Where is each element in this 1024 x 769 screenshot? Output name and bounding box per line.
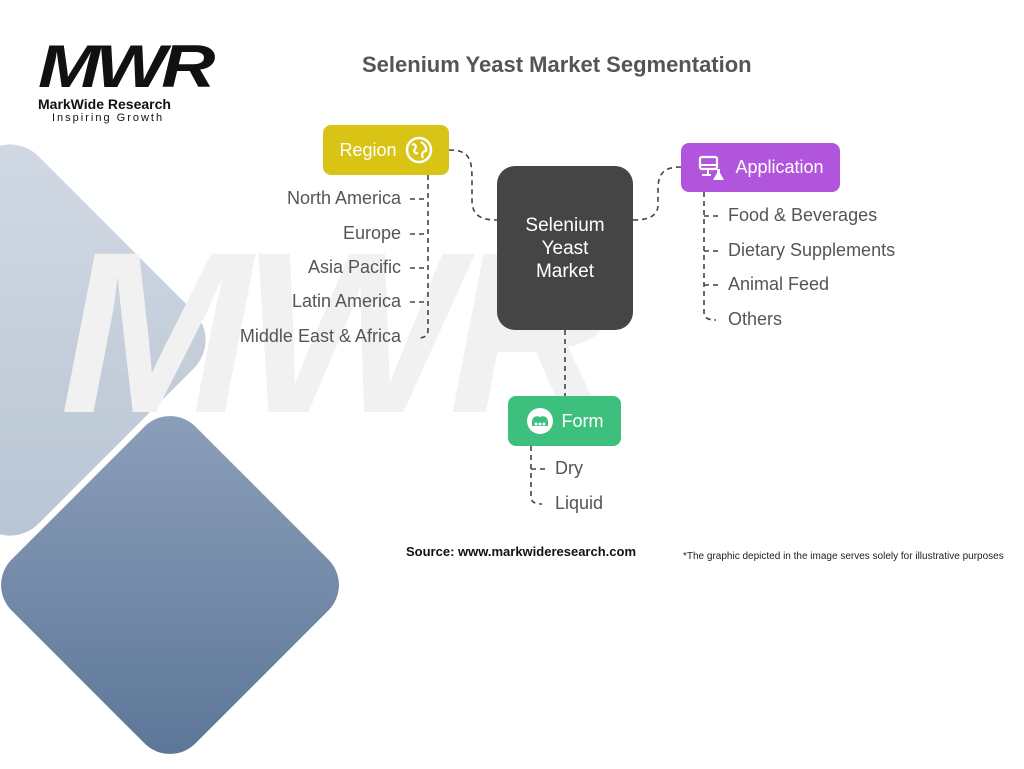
application-item: Others	[728, 309, 783, 329]
application-item: Food & Beverages	[728, 205, 878, 225]
application-item: Animal Feed	[728, 274, 830, 294]
form-label: Form	[561, 410, 604, 431]
logo-mark: MWR	[38, 33, 215, 100]
logo: MWR MarkWide Research Inspiring Growth	[38, 37, 215, 125]
application-label: Application	[735, 157, 824, 177]
region-label: Region	[339, 139, 397, 160]
page-title: Selenium Yeast Market Segmentation	[362, 52, 752, 77]
category-application: Application	[681, 143, 840, 192]
globe-icon	[405, 136, 432, 164]
center-node: Selenium Yeast Market	[497, 166, 633, 330]
source-text: Source: www.markwideresearch.com	[406, 544, 637, 559]
center-label: Selenium Yeast Market	[525, 214, 605, 282]
computer-flask-icon	[699, 155, 725, 180]
connector-lines	[410, 149, 722, 505]
category-region: Region	[323, 125, 449, 175]
region-item: Middle East & Africa	[239, 326, 401, 346]
yeast-icon	[526, 408, 553, 434]
category-form: Form	[508, 396, 621, 446]
form-item: Dry	[555, 458, 583, 478]
disclaimer-note: *The graphic depicted in the image serve…	[683, 551, 1004, 562]
logo-name: MarkWide Research	[38, 96, 171, 112]
application-item: Dietary Supplements	[728, 240, 896, 260]
region-item: North America	[286, 188, 401, 208]
region-item: Europe	[342, 223, 401, 243]
form-item: Liquid	[555, 493, 604, 513]
region-item: Latin America	[291, 291, 401, 311]
logo-tagline: Inspiring Growth	[52, 112, 165, 124]
region-item: Asia Pacific	[307, 257, 401, 277]
